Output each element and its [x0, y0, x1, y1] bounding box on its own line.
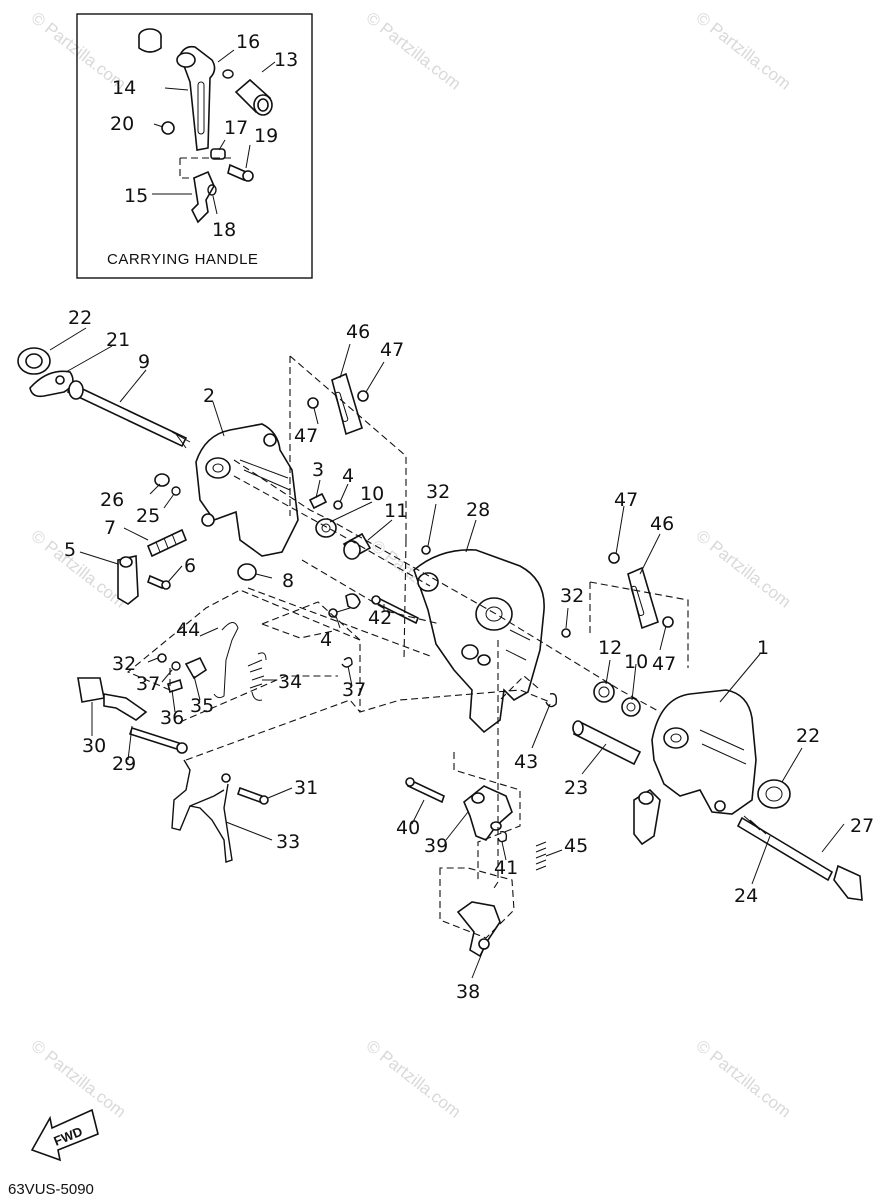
watermark: © Partzilla.com: [363, 1036, 465, 1122]
callout-label: 37: [136, 673, 160, 695]
callout-label: 13: [274, 49, 298, 71]
inset-caption: CARRYING HANDLE: [107, 251, 258, 268]
callout-label: 45: [564, 835, 588, 857]
callout-label: 39: [424, 835, 448, 857]
callout-label: 3: [312, 459, 324, 481]
watermark: © Partzilla.com: [693, 1036, 795, 1122]
callout-label: 17: [224, 117, 248, 139]
watermark: © Partzilla.com: [28, 526, 130, 612]
main-assembly: 1 2 3 4 4 5 6 7 8 9 10 10 11 12 13 14 15…: [17, 31, 874, 1003]
callout-label: 32: [560, 585, 584, 607]
fwd-arrow: FWD: [30, 1108, 99, 1162]
callout-label: 43: [514, 751, 538, 773]
callout-label: 10: [624, 651, 648, 673]
callout-label: 42: [368, 607, 392, 629]
callout-label: 21: [106, 329, 130, 351]
callout-label: 46: [650, 513, 674, 535]
callout-label: 31: [294, 777, 318, 799]
watermark: © Partzilla.com: [363, 8, 465, 94]
diagram-code: 63VUS-5090: [8, 1181, 94, 1198]
callout-label: 10: [360, 483, 384, 505]
callout-label: 8: [282, 570, 294, 592]
callout-label: 29: [112, 753, 136, 775]
callout-label: 14: [112, 77, 136, 99]
callout-label: 25: [136, 505, 160, 527]
callout-label: 44: [176, 619, 200, 641]
callout-label: 22: [796, 725, 820, 747]
leader-lines: [49, 327, 845, 979]
callout-label: 34: [278, 671, 302, 693]
callout-label: 46: [346, 321, 370, 343]
watermark: © Partzilla.com: [693, 526, 795, 612]
callout-label: 41: [494, 857, 518, 879]
callout-label: 16: [236, 31, 260, 53]
callout-label: 47: [614, 489, 638, 511]
callout-label: 30: [82, 735, 106, 757]
watermarks: © Partzilla.com © Partzilla.com © Partzi…: [28, 8, 795, 1122]
callout-label: 4: [342, 465, 354, 487]
callout-label: 24: [734, 885, 758, 907]
callout-label: 12: [598, 637, 622, 659]
callout-label: 27: [850, 815, 874, 837]
callout-label: 32: [112, 653, 136, 675]
callout-label: 40: [396, 817, 420, 839]
part-labels: 1 2 3 4 4 5 6 7 8 9 10 10 11 12 13 14 15…: [64, 31, 874, 1003]
callout-label: 23: [564, 777, 588, 799]
callout-label: 5: [64, 539, 76, 561]
callout-label: 37: [342, 679, 366, 701]
callout-label: 47: [294, 425, 318, 447]
callout-label: 32: [426, 481, 450, 503]
callout-label: 38: [456, 981, 480, 1003]
callout-label: 22: [68, 307, 92, 329]
callout-label: 18: [212, 219, 236, 241]
callout-label: 2: [203, 385, 215, 407]
callout-label: 35: [190, 695, 214, 717]
callout-label: 28: [466, 499, 490, 521]
callout-label: 4: [320, 629, 332, 651]
callout-label: 6: [184, 555, 196, 577]
carrying-handle-inset: CARRYING HANDLE: [76, 13, 313, 279]
callout-label: 7: [104, 517, 116, 539]
callout-label: 33: [276, 831, 300, 853]
watermark: © Partzilla.com: [693, 8, 795, 94]
callout-label: 26: [100, 489, 124, 511]
callout-label: 15: [124, 185, 148, 207]
callout-label: 20: [110, 113, 134, 135]
watermark: © Partzilla.com: [28, 1036, 130, 1122]
callout-label: 19: [254, 125, 278, 147]
callout-label: 11: [384, 500, 408, 522]
callout-label: 9: [138, 351, 150, 373]
callout-label: 47: [652, 653, 676, 675]
callout-label: 36: [160, 707, 184, 729]
callout-label: 1: [757, 637, 769, 659]
callout-label: 47: [380, 339, 404, 361]
